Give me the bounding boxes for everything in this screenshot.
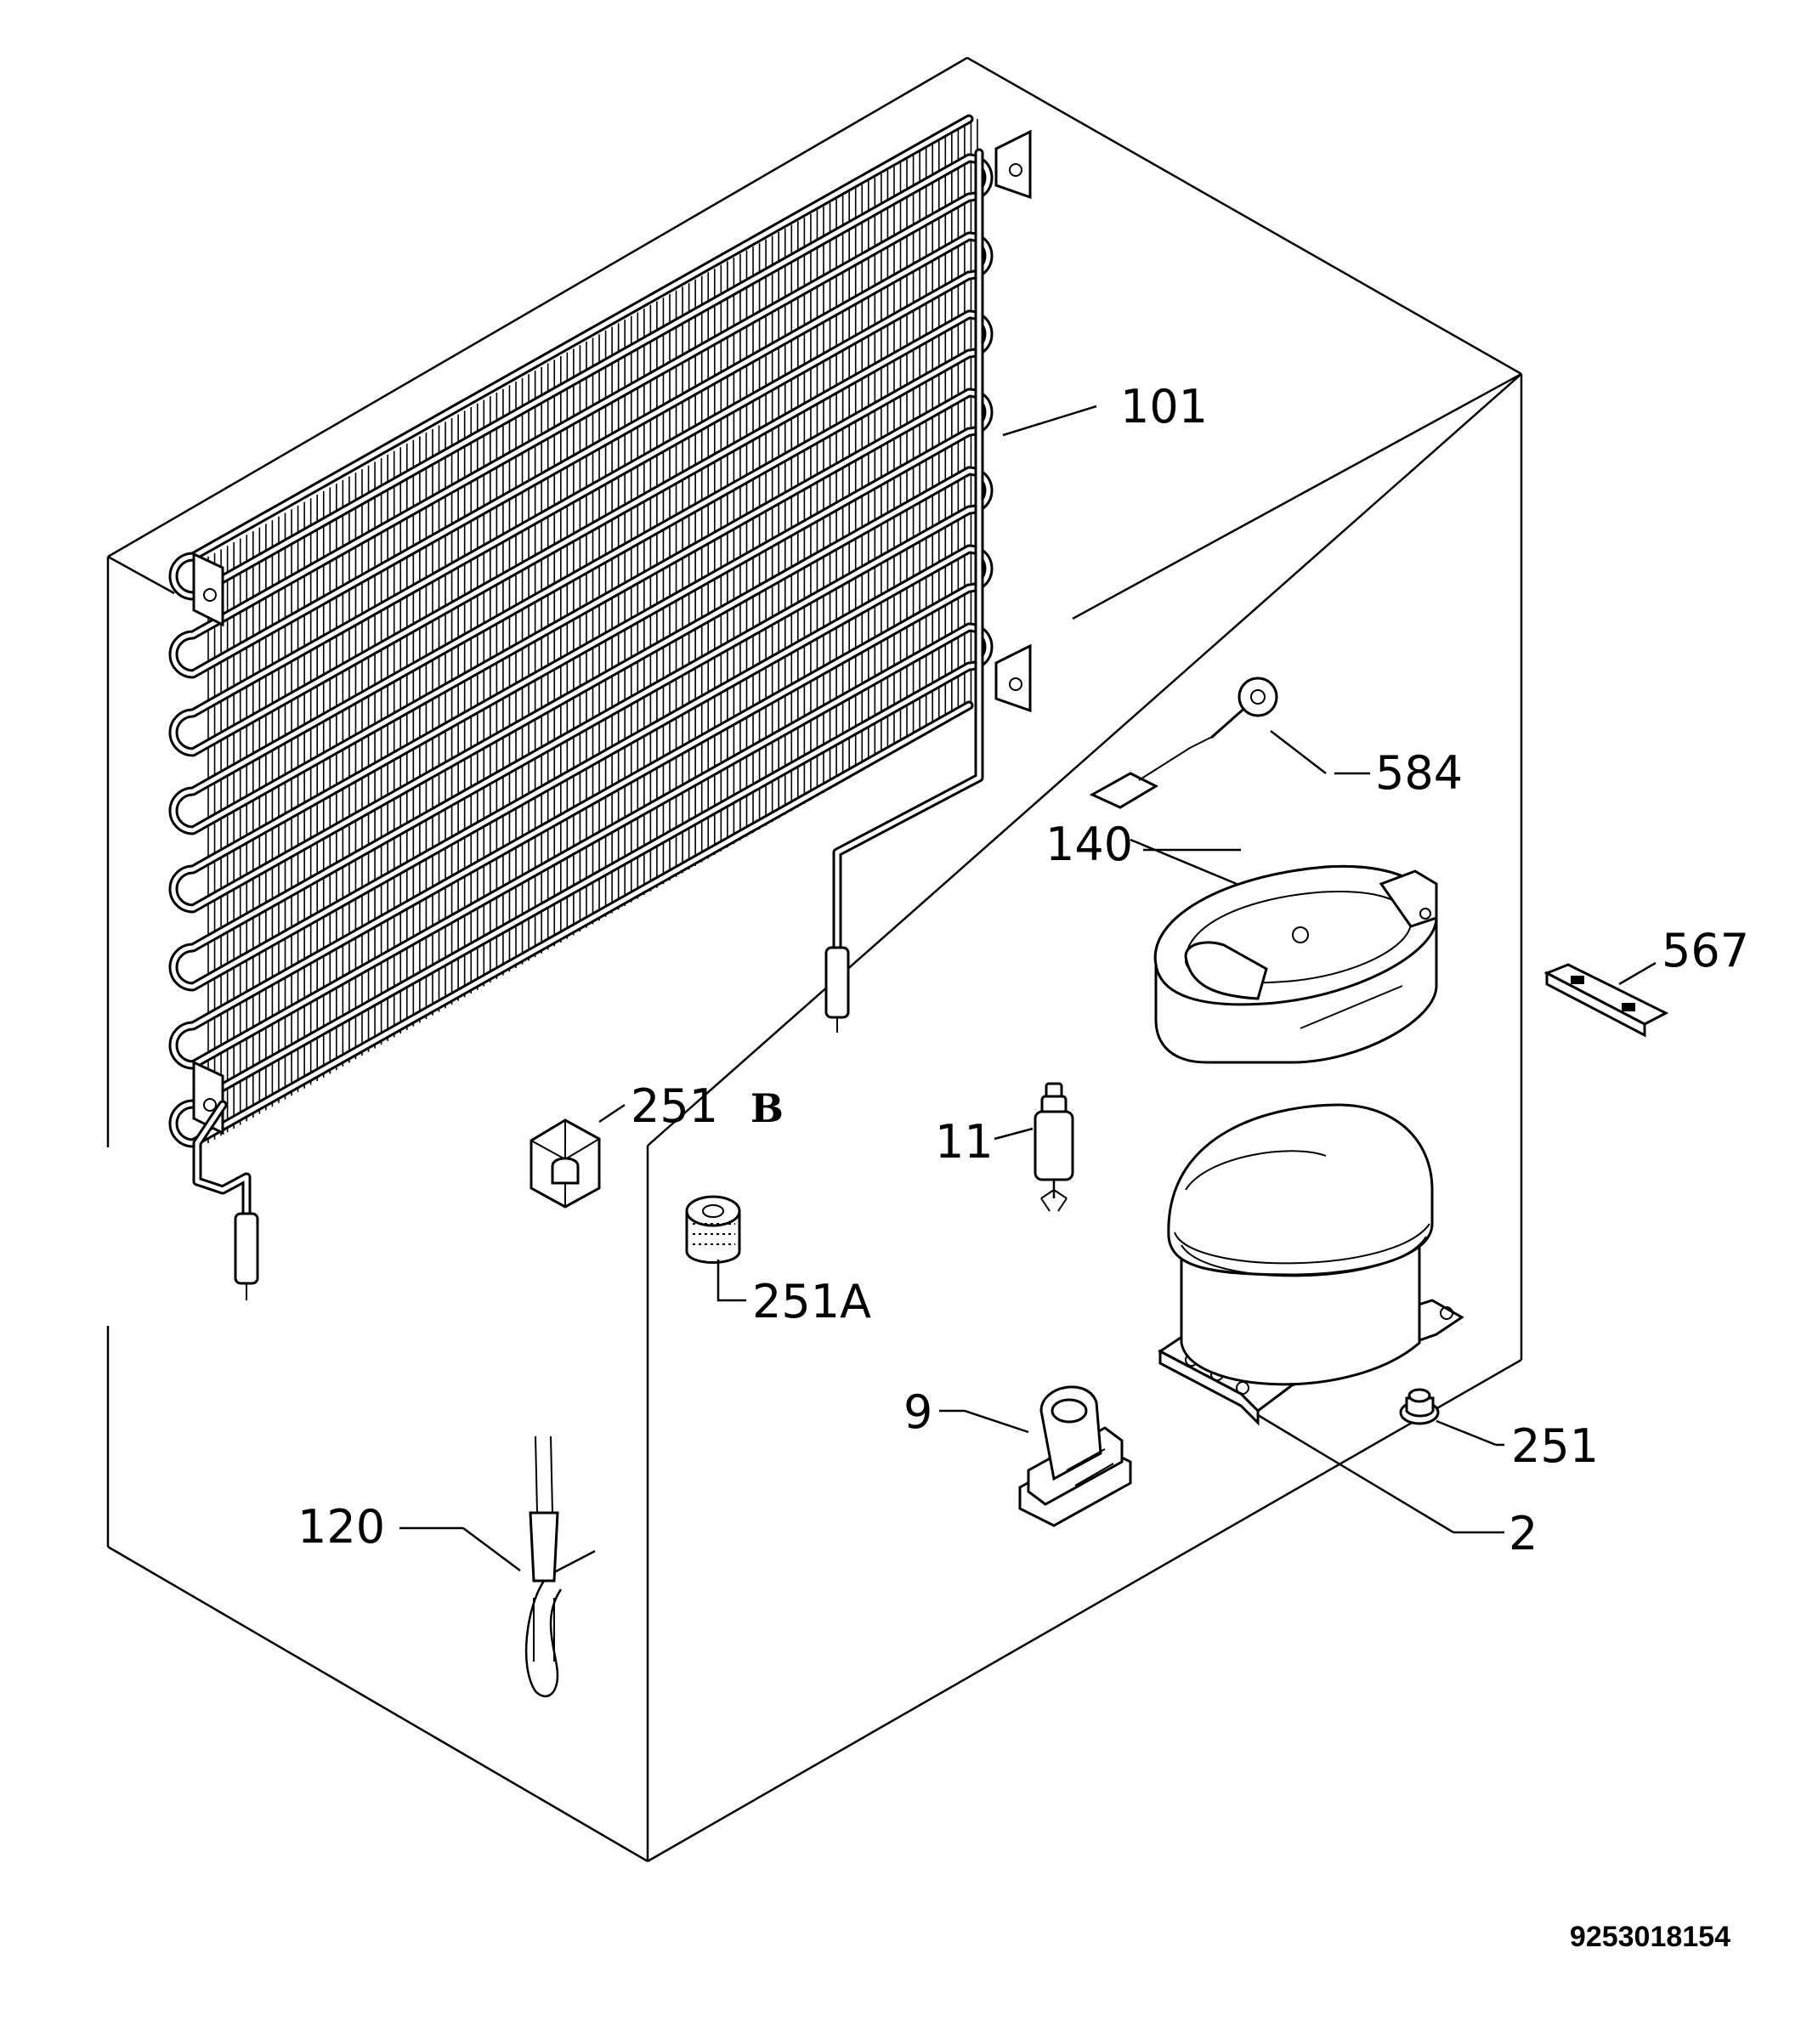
callout-584: 584: [1375, 746, 1463, 800]
bracket-mid-right: [994, 643, 1032, 713]
callout-101: 101: [1120, 380, 1208, 433]
condenser-outlet-left: [192, 1100, 259, 1300]
callout-120: 120: [297, 1500, 385, 1554]
callout-2: 2: [1509, 1507, 1538, 1560]
cabinet-outline: [106, 56, 1523, 1863]
part-11-overload: [994, 1082, 1074, 1212]
condenser-tube: [168, 114, 994, 1148]
callout-251b-suffix: B: [750, 1085, 784, 1131]
callout-567: 567: [1662, 924, 1749, 977]
callout-251a: 251A: [752, 1275, 871, 1328]
part-2-compressor: [1158, 1103, 1464, 1534]
part-567-clip: [1543, 961, 1669, 1038]
leader-101: [1002, 405, 1097, 437]
part-120-drier: [399, 1435, 596, 1697]
part-251b-pad: [530, 1103, 626, 1209]
bracket-top-right: [994, 129, 1032, 200]
callout-251: 251: [1511, 1419, 1599, 1473]
part-251a-grommet: [685, 1195, 746, 1302]
part-9-relay: [939, 1385, 1132, 1527]
callout-9: 9: [903, 1385, 932, 1439]
callout-251b-number: 251: [631, 1079, 718, 1133]
condenser-outlet-right: [824, 148, 984, 1033]
part-584-cable: [1089, 677, 1327, 809]
callout-11: 11: [935, 1115, 994, 1169]
condenser-fins: [207, 119, 978, 1143]
bracket-left-top: [192, 552, 224, 627]
part-251-grommet: [1399, 1388, 1497, 1447]
condenser-coil: [168, 114, 1032, 1300]
document-number: 9253018154: [1570, 1921, 1730, 1953]
part-140-cover: [1130, 838, 1438, 1064]
callout-140: 140: [1045, 818, 1133, 871]
